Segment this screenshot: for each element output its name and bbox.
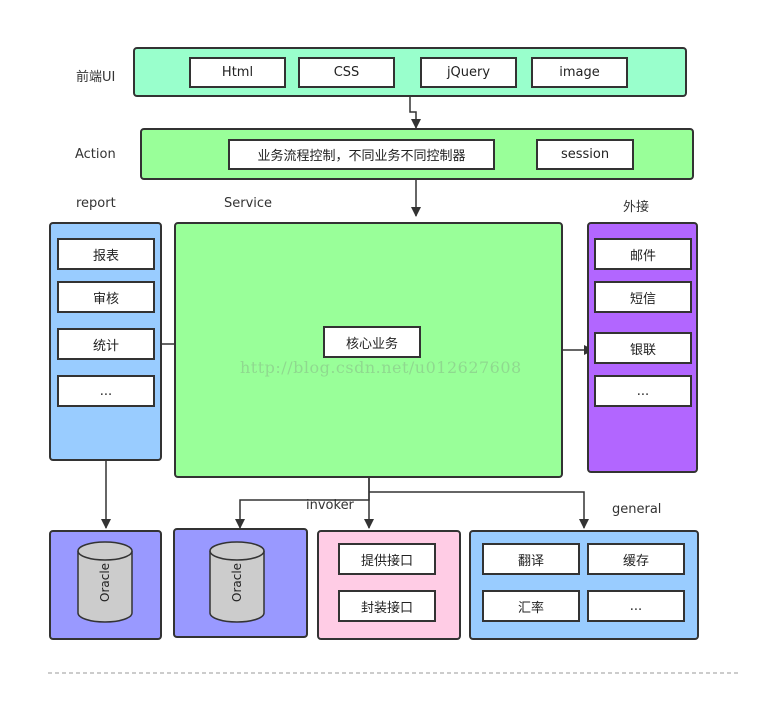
frontend-item-html: Html (189, 57, 286, 88)
report-item-shenhe: 审核 (57, 281, 155, 313)
invoker-item-wrap: 封装接口 (338, 590, 436, 622)
external-item-unionpay: 银联 (594, 332, 692, 364)
frontend-item-jquery: jQuery (420, 57, 517, 88)
database-panel-1: Oracle (49, 530, 162, 640)
database-label-2: Oracle (230, 563, 244, 602)
general-item-translate: 翻译 (482, 543, 580, 575)
report-item-tongji: 统计 (57, 328, 155, 360)
frontend-label: 前端UI (76, 70, 116, 85)
general-item-exchange-rate: 汇率 (482, 590, 580, 622)
watermark-text: http://blog.csdn.net/u012627608 (240, 358, 522, 377)
invoker-label: invoker (306, 498, 354, 513)
database-cylinder-icon: Oracle (209, 541, 265, 623)
general-item-more: ... (587, 590, 685, 622)
service-label: Service (224, 196, 273, 211)
external-item-mail: 邮件 (594, 238, 692, 270)
arrow-service-to-general (369, 491, 589, 529)
external-label: 外接 (623, 200, 650, 215)
report-item-more: ... (57, 375, 155, 407)
frontend-item-css: CSS (298, 57, 395, 88)
database-cylinder-icon: Oracle (77, 541, 133, 623)
report-item-baobiao: 报表 (57, 238, 155, 270)
action-label: Action (75, 147, 116, 162)
action-item-session: session (536, 139, 634, 170)
action-item-controller: 业务流程控制，不同业务不同控制器 (228, 139, 495, 170)
database-label-1: Oracle (98, 563, 112, 602)
general-panel: 翻译 缓存 汇率 ... (469, 530, 699, 640)
service-panel: 核心业务 (174, 222, 563, 478)
frontend-item-image: image (531, 57, 628, 88)
frontend-band: Html CSS jQuery image (133, 47, 687, 97)
invoker-panel: 提供接口 封装接口 (317, 530, 461, 640)
external-panel: 邮件 短信 银联 ... (587, 222, 698, 473)
arrow-frontend-to-action (409, 97, 421, 129)
action-band: 业务流程控制，不同业务不同控制器 session (140, 128, 694, 180)
report-panel: 报表 审核 统计 ... (49, 222, 162, 461)
external-item-more: ... (594, 375, 692, 407)
service-core-box: 核心业务 (323, 326, 421, 358)
report-label: report (76, 196, 116, 211)
external-item-sms: 短信 (594, 281, 692, 313)
database-panel-2: Oracle (173, 528, 308, 638)
general-label: general (612, 502, 662, 517)
invoker-item-provide: 提供接口 (338, 543, 436, 575)
general-item-cache: 缓存 (587, 543, 685, 575)
